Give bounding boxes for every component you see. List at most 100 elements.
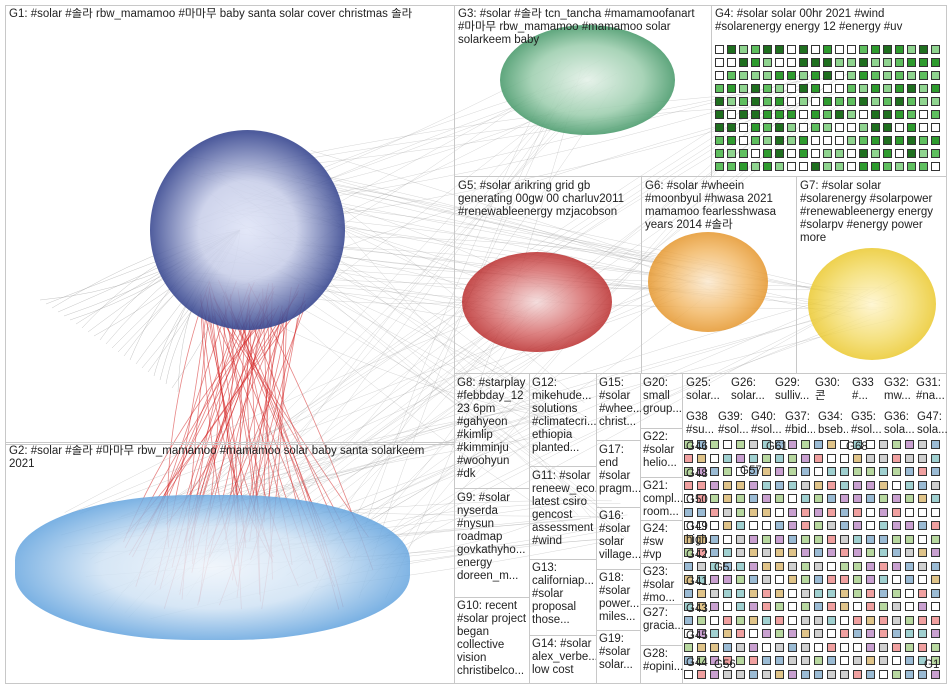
cluster-g6 (648, 232, 768, 332)
g4-node (799, 58, 808, 67)
small-group-node (723, 507, 732, 517)
small-group-node (918, 575, 927, 584)
g4-node (883, 84, 892, 93)
small-group-node (827, 534, 836, 544)
g4-node (739, 71, 748, 80)
small-group-node (879, 440, 888, 449)
small-group-node (853, 534, 862, 544)
g4-node (895, 84, 904, 93)
edge-cross-group (90, 73, 813, 560)
small-group-node (710, 534, 719, 544)
small-group-node (788, 575, 797, 584)
group-panel-g10 (454, 597, 530, 684)
small-group-node (788, 480, 797, 490)
group-panel-g24 (640, 520, 683, 564)
g4-node (919, 71, 928, 80)
small-group-node (827, 440, 836, 449)
small-group-node (697, 453, 706, 463)
group-panel-g17 (596, 440, 641, 508)
cluster-g7 (808, 248, 936, 360)
g4-node (823, 45, 832, 54)
small-group-node (710, 669, 719, 679)
g4-node (919, 84, 928, 93)
small-group-node (905, 629, 914, 638)
small-group-node (749, 642, 758, 652)
g4-node (871, 58, 880, 67)
small-group-node (814, 480, 823, 490)
g4-node (811, 84, 820, 93)
small-group-node (905, 467, 914, 476)
small-group-node (879, 507, 888, 517)
small-group-node (775, 629, 784, 638)
group-panel-g18 (596, 569, 641, 631)
g4-node (823, 123, 832, 132)
g4-node (799, 123, 808, 132)
g4-node (871, 84, 880, 93)
small-group-node (710, 440, 719, 449)
small-group-node (749, 548, 758, 557)
small-group-node (840, 534, 849, 544)
g4-node (895, 136, 904, 145)
small-group-node (736, 561, 745, 571)
g4-node (835, 97, 844, 106)
g4-node (727, 149, 736, 158)
g4-node (895, 97, 904, 106)
small-group-node (775, 467, 784, 476)
g4-node (799, 149, 808, 158)
small-group-node (697, 615, 706, 625)
small-group-node (866, 453, 875, 463)
small-group-node (697, 602, 706, 611)
g4-node (775, 97, 784, 106)
small-group-node (866, 480, 875, 490)
small-group-node (749, 480, 758, 490)
g4-node (895, 58, 904, 67)
g4-node (751, 45, 760, 54)
small-group-node (866, 642, 875, 652)
g4-node (823, 71, 832, 80)
small-group-node (723, 602, 732, 611)
small-group-node (762, 561, 771, 571)
g4-node (823, 162, 832, 171)
small-group-node (684, 642, 693, 652)
g4-node (883, 110, 892, 119)
small-group-node (723, 561, 732, 571)
small-group-node (905, 521, 914, 530)
g4-node (919, 110, 928, 119)
small-group-node (710, 548, 719, 557)
g4-node (799, 162, 808, 171)
small-group-node (840, 467, 849, 476)
g4-node (919, 45, 928, 54)
small-group-node (710, 615, 719, 625)
small-group-node (814, 521, 823, 530)
g4-node (871, 110, 880, 119)
g4-node (715, 84, 724, 93)
edge-cross-group (316, 249, 546, 410)
g4-node (727, 123, 736, 132)
small-group-node (814, 534, 823, 544)
small-group-node (775, 615, 784, 625)
small-group-node (853, 453, 862, 463)
small-group-node (814, 669, 823, 679)
small-group-node (905, 602, 914, 611)
group-panel-g14 (529, 635, 597, 684)
g4-node (811, 71, 820, 80)
small-group-node (697, 521, 706, 530)
small-group-node (905, 561, 914, 571)
g4-node (811, 97, 820, 106)
edge-g1-g2 (199, 299, 240, 521)
g4-node (847, 162, 856, 171)
small-group-node (814, 561, 823, 571)
small-group-node (749, 629, 758, 638)
g4-node (823, 84, 832, 93)
small-group-node (788, 602, 797, 611)
g4-node (859, 45, 868, 54)
small-group-node (866, 534, 875, 544)
small-group-node (905, 669, 914, 679)
small-group-node (827, 507, 836, 517)
small-group-node (775, 575, 784, 584)
small-group-node (684, 453, 693, 463)
small-group-node (892, 521, 901, 530)
small-group-node (723, 615, 732, 625)
g4-node (883, 97, 892, 106)
